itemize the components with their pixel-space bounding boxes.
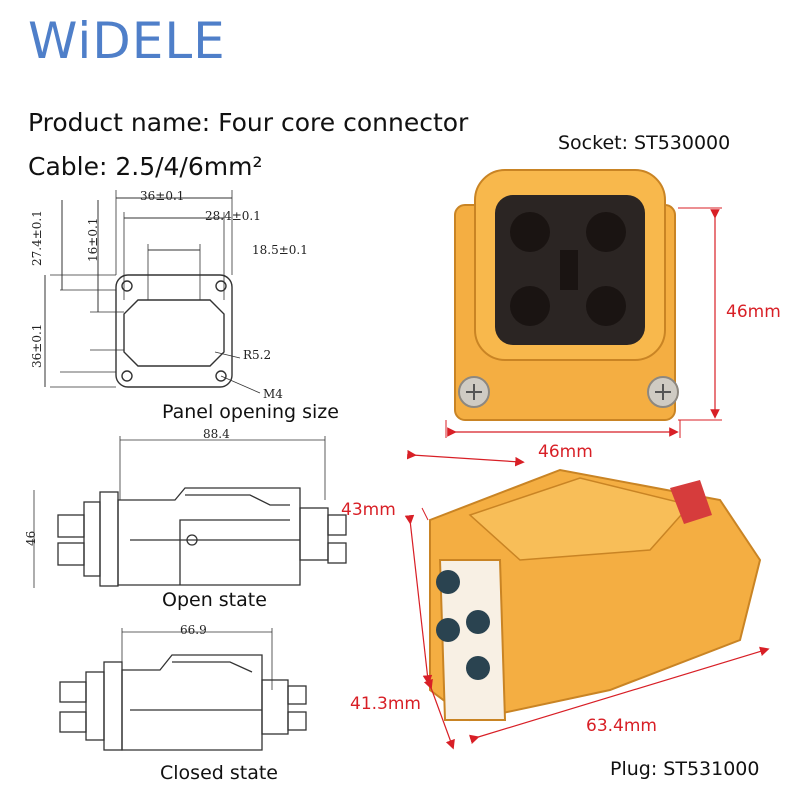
- plug-label: Plug: ST531000: [610, 758, 760, 780]
- brand-logo: WiDELE: [28, 12, 226, 70]
- product-name: Product name: Four core connector: [28, 108, 469, 137]
- socket-illustration: [445, 169, 722, 438]
- panel-opening-drawing: [44, 190, 261, 394]
- open-state-drawing: [33, 436, 347, 588]
- dim-18-5: 18.5±0.1: [252, 243, 308, 257]
- open-caption: Open state: [162, 589, 267, 611]
- cable-spec: Cable: 2.5/4/6mm²: [28, 152, 263, 181]
- plug-dim-43: 43mm: [341, 500, 396, 520]
- closed-state-drawing: [59, 628, 307, 751]
- dim-radius: R5.2: [243, 348, 272, 362]
- dim-screw: M4: [263, 387, 283, 401]
- socket-label: Socket: ST530000: [558, 132, 731, 154]
- panel-caption: Panel opening size: [162, 401, 339, 423]
- socket-height-dim: 46mm: [726, 302, 781, 322]
- dim-28-4: 28.4±0.1: [205, 209, 261, 223]
- plug-illustration: [404, 449, 770, 750]
- socket-width-dim: 46mm: [538, 442, 593, 462]
- closed-caption: Closed state: [160, 762, 278, 784]
- dim-36-top: 36±0.1: [140, 189, 185, 203]
- closed-width: 66.9: [180, 623, 207, 637]
- open-width: 88.4: [203, 427, 230, 441]
- plug-dim-41-3: 41.3mm: [350, 694, 421, 714]
